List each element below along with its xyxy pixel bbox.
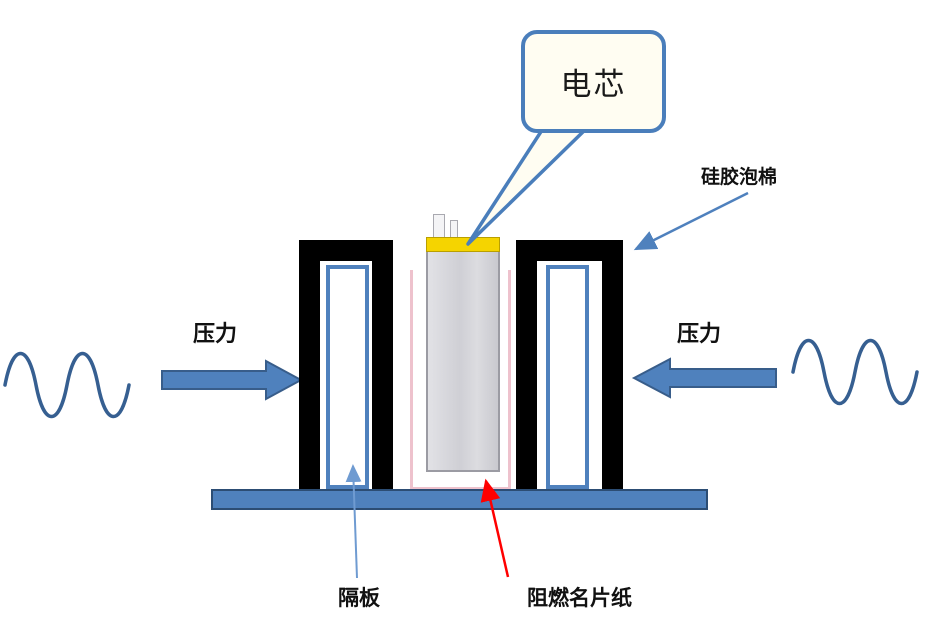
wave-left (3, 352, 131, 418)
foam-bracket-left (299, 240, 393, 494)
label-silicone-foam: 硅胶泡棉 (701, 167, 778, 188)
wave-right (791, 339, 919, 405)
label-separator: 隔板 (338, 587, 380, 610)
foam-bracket-right (516, 240, 623, 494)
pressure-arrow-left (161, 359, 304, 401)
callout-label: 电芯 (560, 67, 627, 102)
callout-tail (466, 125, 590, 246)
callout-bubble: 电芯 (521, 30, 666, 133)
label-pressure-right: 压力 (677, 321, 722, 346)
separator-plate-right (546, 265, 589, 489)
flame-retardant-paper (410, 270, 511, 490)
pressure-arrow-right (631, 357, 777, 399)
separator-plate-left (326, 265, 369, 489)
label-flame-retardant-paper: 阻燃名片纸 (527, 587, 632, 610)
label-pressure-left: 压力 (193, 321, 238, 346)
base-plate (211, 489, 708, 510)
battery-cell-cap (426, 237, 500, 252)
